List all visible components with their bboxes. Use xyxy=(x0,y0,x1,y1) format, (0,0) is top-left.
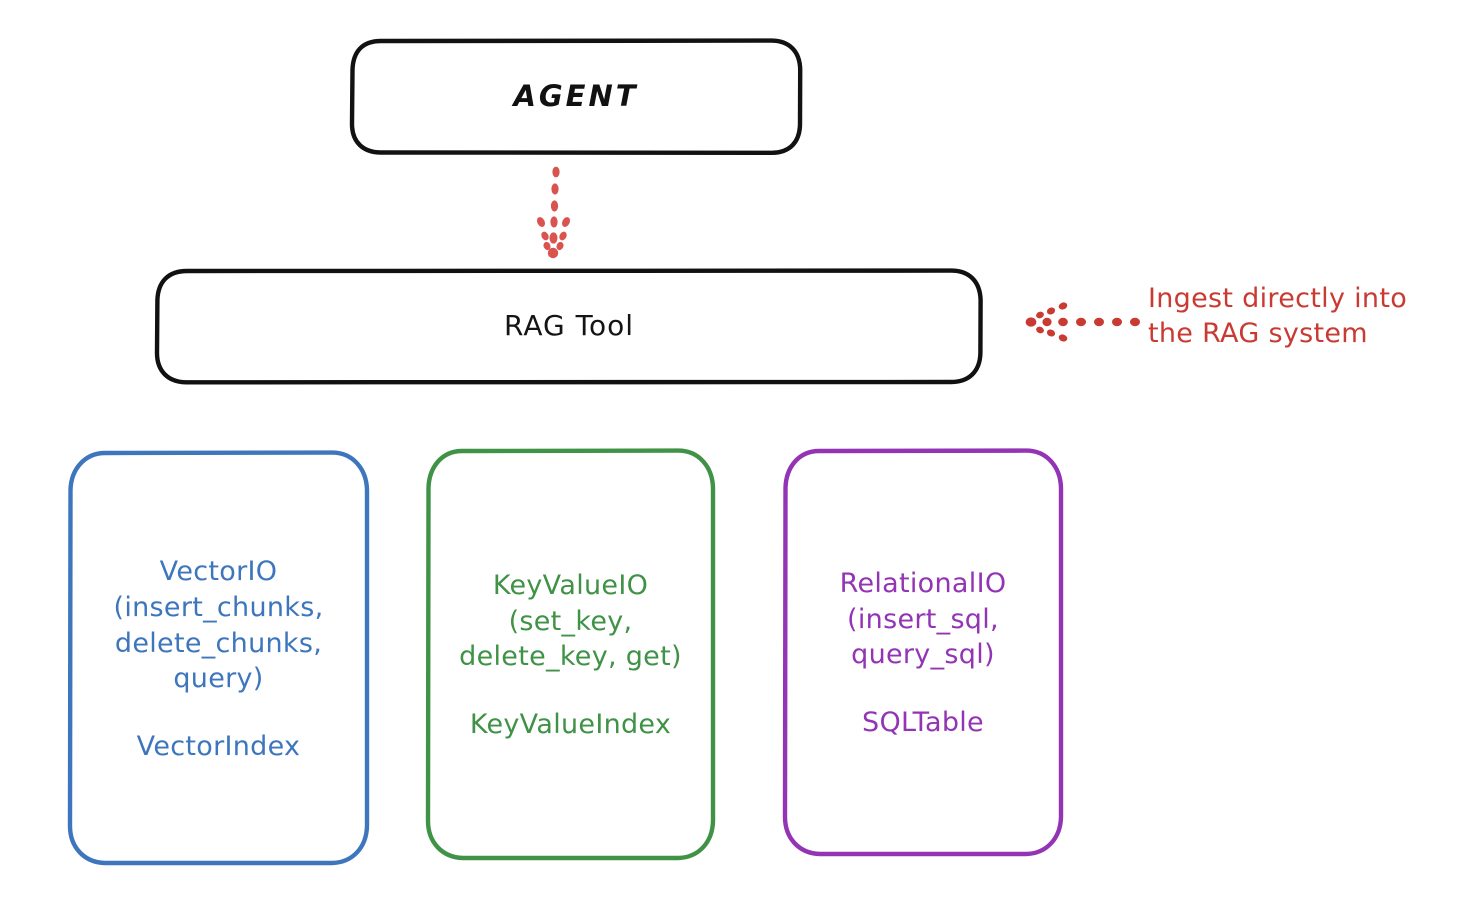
rag-tool-label: RAG Tool xyxy=(504,309,634,343)
node-relational-io[interactable]: RelationalIO (insert_sql, query_sql) SQL… xyxy=(785,450,1061,854)
vector-io-box-shape xyxy=(67,450,370,866)
node-rag-tool[interactable]: RAG Tool xyxy=(157,270,981,383)
node-key-value-io[interactable]: KeyValueIO (set_key, delete_key, get) Ke… xyxy=(428,450,713,858)
node-agent[interactable]: AGENT xyxy=(352,40,800,153)
key-value-io-api-label: KeyValueIO (set_key, delete_key, get) xyxy=(459,570,682,673)
ingest-annotation-text: Ingest directly into the RAG system xyxy=(1148,283,1408,350)
relational-io-box-shape xyxy=(782,448,1064,857)
relational-io-api-label: RelationalIO (insert_sql, query_sql) xyxy=(839,568,1007,671)
vector-io-index-label: VectorIndex xyxy=(136,730,301,762)
agent-to-rag-arrow xyxy=(536,166,571,259)
key-value-io-index-label: KeyValueIndex xyxy=(469,708,672,740)
node-vector-io[interactable]: VectorIO (insert_chunks, delete_chunks, … xyxy=(70,452,367,864)
agent-label: AGENT xyxy=(513,78,639,113)
agent-box-shape xyxy=(349,38,803,155)
key-value-io-box-shape xyxy=(425,448,716,861)
relational-io-index-label: SQLTable xyxy=(862,706,984,738)
vector-io-api-label: VectorIO (insert_chunks, delete_chunks, … xyxy=(113,556,324,695)
ingest-arrow xyxy=(1025,302,1140,342)
rag-tool-box-shape xyxy=(154,268,983,385)
